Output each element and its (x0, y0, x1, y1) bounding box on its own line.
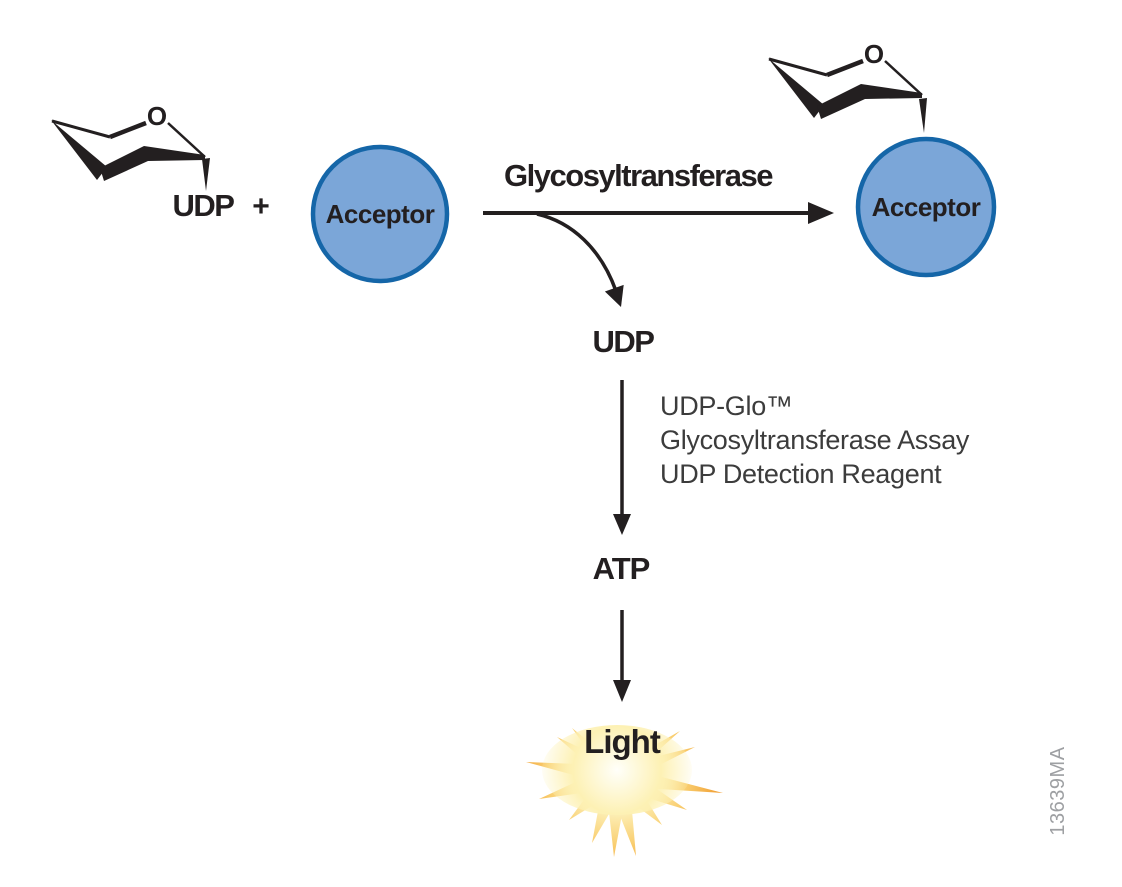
enzyme-label: Glycosyltransferase (504, 158, 773, 193)
substrate-sugar-udp-bond (202, 158, 210, 191)
reagent-line-3: UDP Detection Reagent (660, 459, 942, 489)
substrate-sugar-oxygen-label: O (146, 101, 168, 131)
substrate-acceptor-circle (310, 144, 450, 284)
product-sugar-oxygen-label: O (863, 39, 885, 69)
substrate-acceptor-label: Acceptor (325, 199, 435, 229)
reagent-line-2: Glycosyltransferase Assay (660, 425, 970, 455)
reaction-arrow (483, 202, 834, 224)
substrate-udp-label: UDP (172, 188, 235, 223)
atp-to-light-arrow (613, 610, 631, 702)
plus-sign: + (252, 190, 270, 223)
figure-id-watermark: 13639MA (1047, 746, 1069, 836)
light-label: Light (584, 723, 661, 760)
udp-release-curved-arrow (536, 212, 624, 307)
udp-to-atp-arrow (613, 380, 631, 535)
substrate-sugar-icon (51, 120, 205, 181)
reagent-line-1: UDP-Glo™ (660, 391, 793, 421)
light-glow (542, 725, 692, 815)
atp-label: ATP (592, 551, 651, 586)
product-acceptor-circle (855, 136, 997, 278)
product-sugar-acceptor-bond (919, 98, 927, 133)
product-acceptor-label: Acceptor (871, 192, 981, 222)
reagent-text-block: UDP-Glo™ Glycosyltransferase Assay UDP D… (660, 389, 969, 491)
product-sugar-icon (768, 58, 922, 119)
byproduct-udp-label: UDP (592, 324, 655, 359)
